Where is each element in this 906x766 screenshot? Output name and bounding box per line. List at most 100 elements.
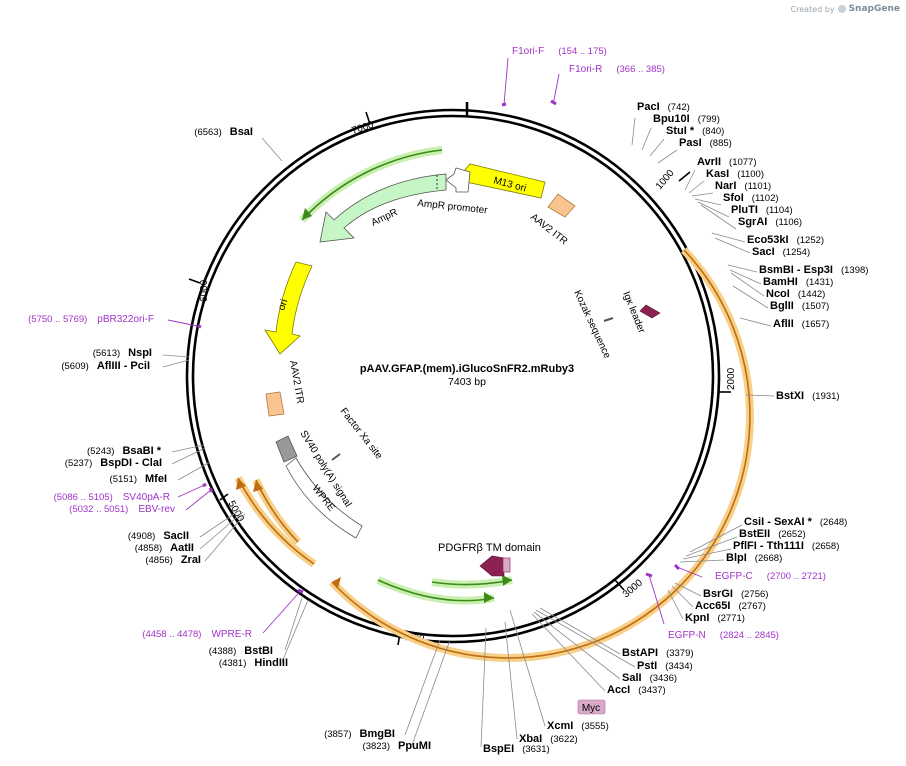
enzyme-site: PasI(885)	[657, 137, 732, 164]
enzyme-site: (4856)ZraI	[145, 513, 246, 566]
features: M13 ori AAV2 ITR AmpR promoter AmpR ori …	[264, 163, 661, 715]
enzyme-name: StuI *	[666, 125, 695, 137]
enzyme-leader-line	[204, 513, 246, 562]
green-arcs	[299, 146, 513, 605]
enzyme-name: XbaI	[519, 733, 542, 745]
enzyme-leader-line	[411, 639, 451, 746]
enzyme-position: (5237)	[65, 458, 92, 469]
enzyme-leader-line	[539, 607, 621, 655]
primer-name: WPRE-R	[211, 629, 252, 640]
enzyme-position: (3823)	[363, 741, 390, 752]
primer-site: (5032 .. 5051)EBV-rev	[69, 487, 214, 515]
enzyme-name: BlpI	[726, 552, 747, 564]
primer-name: pBR322ori-F	[97, 314, 154, 325]
scale-label-7000: 7000	[351, 119, 376, 136]
enzyme-name: BspEI	[483, 743, 514, 755]
enzyme-position: (5613)	[93, 348, 120, 359]
enzyme-leader-line	[199, 511, 244, 550]
enzyme-site: BamHI(1431)	[729, 269, 833, 288]
enzyme-site: Bpu10I (799)	[641, 113, 720, 151]
primer-label: EGFP-C(2700 .. 2721)	[715, 571, 826, 582]
enzyme-name: BstEII	[739, 528, 770, 540]
enzyme-position: (1398)	[841, 265, 868, 276]
enzyme-position: (2767)	[738, 601, 765, 612]
enzyme-name: BstAPI	[622, 647, 658, 659]
pdgfr-tail	[502, 557, 511, 573]
enzyme-site: (6563)BsaI	[194, 126, 283, 162]
enzyme-name: AvrII	[697, 156, 721, 168]
enzyme-position: (1507)	[802, 301, 829, 312]
enzyme-site: (3823)PpuMI	[363, 639, 451, 752]
enzyme-name: SgrAI	[738, 216, 767, 228]
credit-prefix: Created by	[790, 4, 835, 14]
enzyme-site: SacI(1254)	[714, 237, 810, 258]
enzyme-position: (1100)	[737, 169, 764, 180]
enzyme-name: KpnI	[685, 612, 709, 624]
enzyme-leader-line	[694, 198, 722, 206]
enzyme-position: (3857)	[324, 729, 351, 740]
enzyme-position: (3437)	[638, 685, 665, 696]
enzyme-leader-line	[535, 609, 636, 668]
enzyme-site: SalI(3436)	[533, 611, 677, 684]
enzyme-leader-line	[667, 589, 684, 620]
igk-feature	[639, 304, 661, 319]
enzyme-name: Bpu10I	[653, 113, 690, 125]
enzyme-position: (4858)	[135, 543, 162, 554]
enzyme-label: (6563)BsaI	[194, 126, 253, 138]
enzyme-label: (4858)AatII	[135, 542, 194, 554]
enzyme-position: (4908)	[128, 531, 155, 542]
primer-range: (2824 .. 2845)	[720, 630, 779, 641]
enzyme-site: (5237)BspDI - ClaI	[65, 447, 206, 469]
enzyme-site: AccI(3437)	[531, 613, 666, 696]
primer-label: (4458 .. 4478) WPRE-R	[142, 629, 252, 640]
enzyme-position: (2771)	[717, 613, 744, 624]
plasmid-size: 7403 bp	[448, 376, 486, 388]
primer-name: SV40pA-R	[123, 492, 170, 503]
enzyme-site: BlpI(2668)	[679, 552, 782, 564]
enzyme-label: BlpI(2668)	[726, 552, 782, 564]
primer-sites: F1ori-F(154 .. 175)F1ori-R(366 .. 385)(5…	[28, 46, 826, 641]
primer-name: EGFP-C	[715, 571, 753, 582]
enzyme-leader-line	[281, 599, 309, 663]
enzyme-leader-line	[404, 639, 441, 736]
enzyme-leader-line	[700, 204, 737, 230]
primer-range: (4458 .. 4478)	[142, 629, 201, 640]
enzyme-leader-line	[727, 264, 758, 273]
enzyme-site: (5243)BsaBI *	[87, 444, 205, 457]
primer-leader-line	[648, 574, 665, 625]
enzyme-leader-line	[261, 137, 283, 162]
enzyme-label: (4856)ZraI	[145, 554, 201, 566]
restriction-sites: PacI(742)Bpu10I(799)StuI *(840)PasI(885)…	[61, 101, 868, 755]
enzyme-position: (4856)	[145, 555, 172, 566]
primer-leader-line	[676, 566, 703, 578]
ampr-label: AmpR	[370, 207, 400, 229]
enzyme-label: (5613)NspI	[93, 347, 152, 359]
enzyme-label: BsrGI(2756)	[703, 588, 768, 600]
enzyme-position: (799)	[698, 114, 720, 125]
enzyme-label: BstXI(1931)	[776, 390, 840, 402]
primer-range: (154 .. 175)	[558, 46, 607, 57]
enzyme-label: NcoI(1442)	[766, 288, 825, 300]
enzyme-site: BstAPI(3379)	[539, 607, 694, 659]
enzyme-site: (5613)NspI	[93, 347, 190, 359]
enzyme-site: (4388)BstBI	[209, 597, 303, 657]
enzyme-name: PasI	[679, 137, 702, 149]
enzyme-site: BstXI(1931)	[745, 390, 840, 402]
enzyme-leader-line	[162, 359, 190, 368]
enzyme-label: BamHI(1431)	[763, 276, 833, 288]
enzyme-label: PluTI(1104)	[731, 204, 793, 216]
enzyme-label: BspEI(3631)	[483, 743, 550, 755]
enzyme-leader-line	[745, 394, 775, 397]
pdgfr-label: PDGFRβ TM domain	[438, 542, 541, 554]
enzyme-name: BstBI	[244, 645, 273, 657]
enzyme-label: XcmI(3555)	[547, 720, 609, 732]
enzyme-label: (5237)BspDI - ClaI	[65, 457, 162, 469]
enzyme-name: BsrGI	[703, 588, 733, 600]
enzyme-name: NcoI	[766, 288, 790, 300]
enzyme-position: (2648)	[820, 517, 847, 528]
enzyme-label: PasI(885)	[679, 137, 732, 149]
enzyme-name: PflFI	[733, 540, 757, 552]
enzyme-leader-line	[284, 597, 303, 651]
scale-tick-1000	[678, 171, 691, 182]
enzyme-label: (3857)BmgBI	[324, 728, 395, 740]
